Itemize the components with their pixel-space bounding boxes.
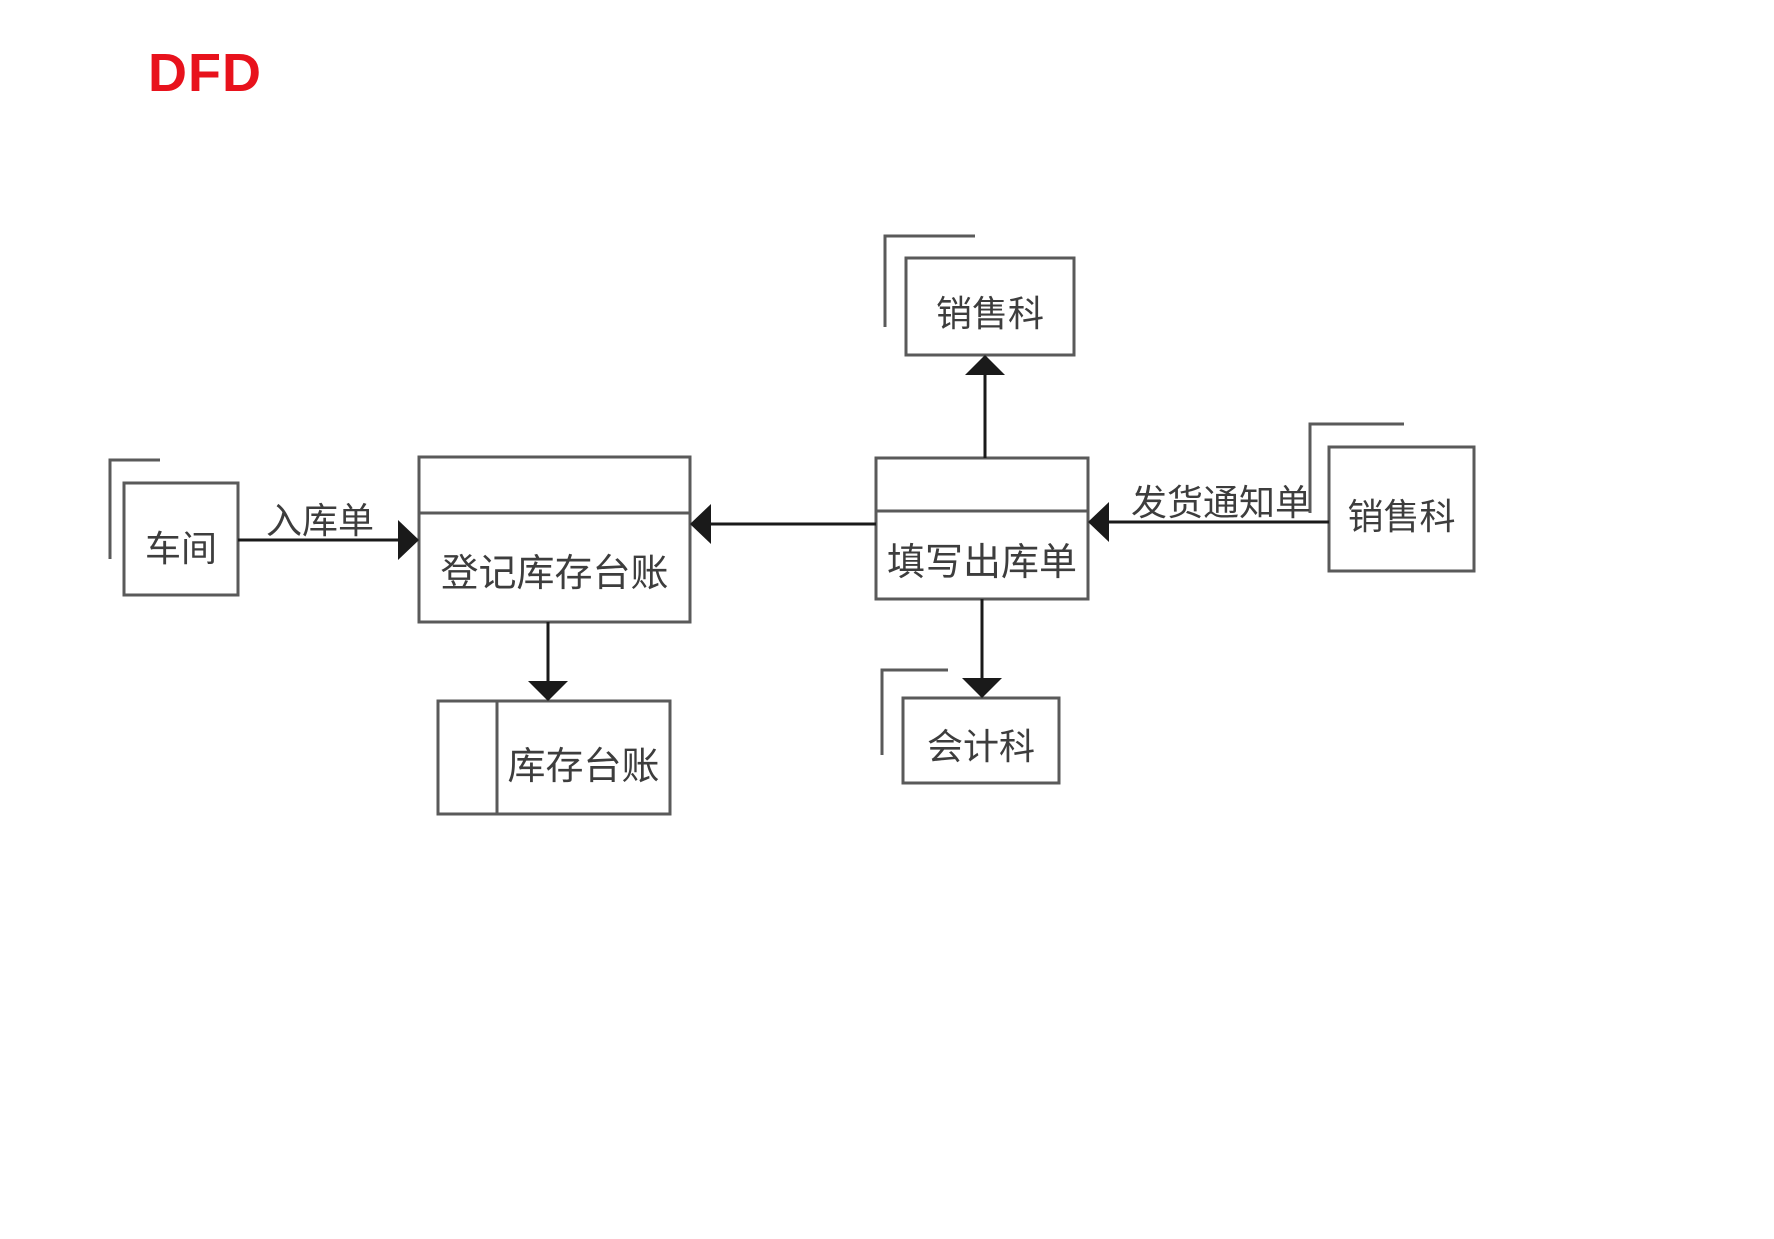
entity-workshop-label: 车间 bbox=[144, 529, 217, 569]
entity-sales-right-label: 销售科 bbox=[1347, 497, 1456, 537]
store-inventory-ledger-label: 库存台账 bbox=[507, 746, 660, 788]
flow-delivery-to-sales bbox=[965, 355, 1005, 458]
entity-workshop-bracket bbox=[108, 458, 160, 559]
flow-inbound-note bbox=[238, 520, 419, 560]
process-register-ledger-box bbox=[417, 455, 692, 624]
process-register-ledger[interactable] bbox=[417, 455, 692, 624]
flow-label-inbound-note: 入库单 bbox=[266, 501, 375, 541]
flow-delivery-to-accounting bbox=[962, 599, 1002, 698]
entity-sales-right-box bbox=[1327, 445, 1476, 573]
flow-delivery-to-register-arrowhead bbox=[690, 504, 711, 544]
page-title: DFD bbox=[148, 43, 262, 103]
flow-delivery-to-sales-arrowhead bbox=[965, 355, 1005, 375]
flow-delivery-to-accounting-arrowhead bbox=[962, 678, 1002, 698]
entity-workshop[interactable] bbox=[108, 458, 240, 597]
entity-sales-right-bracket bbox=[1308, 422, 1404, 513]
flow-register-to-store-arrowhead bbox=[528, 681, 568, 701]
entity-sales-top-box bbox=[904, 256, 1076, 357]
entity-accounting-label: 会计科 bbox=[926, 727, 1035, 767]
entity-accounting-bracket bbox=[880, 668, 948, 755]
entity-sales-right[interactable] bbox=[1308, 422, 1476, 573]
store-inventory-ledger-box bbox=[436, 699, 672, 816]
entity-accounting-box bbox=[901, 696, 1061, 785]
entity-workshop-box bbox=[122, 481, 240, 597]
store-inventory-ledger[interactable] bbox=[436, 699, 672, 816]
flow-register-to-store bbox=[528, 622, 568, 701]
process-fill-delivery-note[interactable] bbox=[874, 456, 1090, 601]
process-register-ledger-label: 登记库存台账 bbox=[440, 553, 669, 595]
entity-sales-top-bracket bbox=[883, 234, 975, 327]
entity-sales-top[interactable] bbox=[883, 234, 1076, 357]
process-fill-delivery-note-box bbox=[874, 456, 1090, 601]
flow-delivery-to-register bbox=[690, 504, 876, 544]
entity-accounting[interactable] bbox=[880, 668, 1061, 785]
flow-label-shipping-notice: 发货通知单 bbox=[1131, 483, 1312, 523]
entity-sales-top-label: 销售科 bbox=[935, 294, 1044, 334]
flow-inbound-note-arrowhead bbox=[398, 520, 419, 560]
process-fill-delivery-note-label: 填写出库单 bbox=[886, 542, 1077, 584]
flow-shipping-notice bbox=[1088, 502, 1329, 542]
flow-shipping-notice-arrowhead bbox=[1088, 502, 1109, 542]
